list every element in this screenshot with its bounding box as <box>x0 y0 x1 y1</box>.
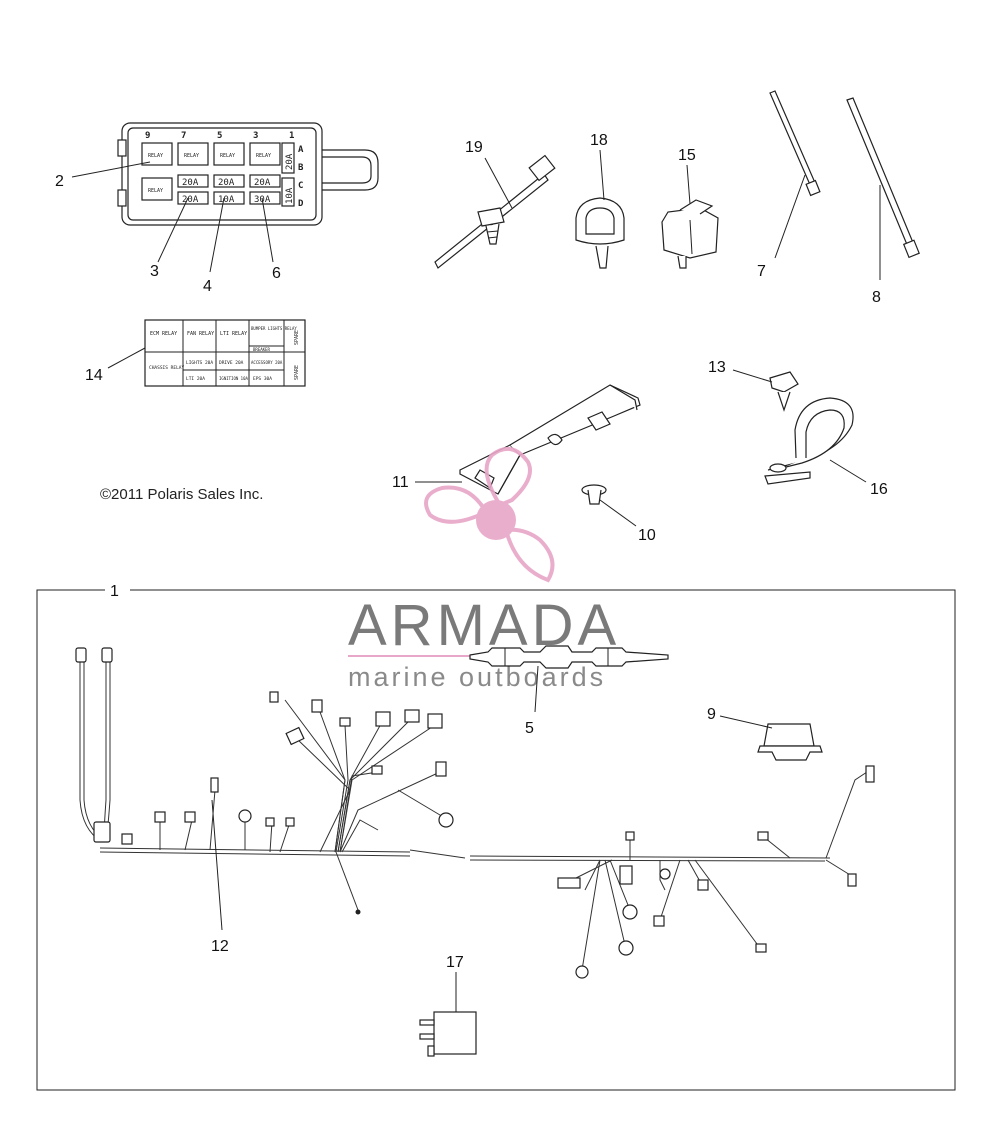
relay-label: RELAY <box>220 153 235 159</box>
fuse-label: 10A <box>285 187 295 204</box>
fuse-label: 20A <box>218 178 235 188</box>
label-fan-relay: FAN RELAY <box>187 331 214 337</box>
fuse-relay-box: 9 7 5 3 1 RELAY RELAY RELAY RELAY RELAY … <box>117 122 379 226</box>
callout-9: 9 <box>707 706 716 723</box>
label-breaker: BREAKER <box>253 347 270 352</box>
label-spare-top: SPARE <box>294 330 300 345</box>
relay-label: RELAY <box>148 188 163 194</box>
callout-11: 11 <box>392 474 409 491</box>
fuse-box-col-9: 9 <box>145 131 150 141</box>
callout-19: 19 <box>465 139 483 156</box>
mounting-bracket <box>459 384 641 495</box>
label-lti-relay: LTI RELAY <box>220 331 247 337</box>
connector-clip <box>661 199 719 269</box>
relay-slot <box>249 142 281 166</box>
callout-15: 15 <box>678 147 696 164</box>
fuse-box-row-d: D <box>298 199 304 209</box>
inline-fuse-holder <box>469 645 669 669</box>
label-accessory-20a: ACCESSORY 20A <box>251 360 283 365</box>
armada-watermark: ARMADA marine outboards <box>348 446 650 692</box>
cable-tie-mount <box>434 154 556 269</box>
label-eps-30a: EPS 30A <box>253 376 272 382</box>
label-lti-20a: LTI 20A <box>186 376 205 382</box>
fuse-label: 20A <box>254 178 271 188</box>
callout-8: 8 <box>872 289 881 306</box>
relay-slot <box>177 142 209 166</box>
label-chassis-relay: CHASSIS RELAY <box>149 365 185 371</box>
label-drive-20a: DRIVE 20A <box>219 360 244 366</box>
relay-label: RELAY <box>256 153 271 159</box>
relay-slot <box>213 142 245 166</box>
fuse-label: 20A <box>285 153 295 170</box>
callout-10: 10 <box>638 527 656 544</box>
cable-tie-long <box>846 97 920 259</box>
callout-4: 4 <box>203 278 212 295</box>
callout-17: 17 <box>446 954 464 971</box>
callout-2: 2 <box>55 173 64 190</box>
fuse-label: 20A <box>182 195 199 205</box>
main-wire-harness <box>75 647 875 979</box>
harness-frame <box>36 589 956 1091</box>
label-spare-bottom: SPARE <box>294 365 300 380</box>
callout-14: 14 <box>85 367 103 384</box>
fuse-box-col-7: 7 <box>181 131 186 141</box>
callout-16: 16 <box>870 481 888 498</box>
fuse-box-col-1: 1 <box>289 131 294 141</box>
fuse-box-row-c: C <box>298 181 303 191</box>
label-ignition-10a: IGNITION 10A <box>219 376 248 381</box>
push-rivet <box>581 484 607 505</box>
fuse-box-row-a: A <box>298 145 304 155</box>
fuse-box-col-5: 5 <box>217 131 222 141</box>
copyright-text: ©2011 Polaris Sales Inc. <box>100 486 263 503</box>
flange-bolt <box>769 371 799 412</box>
circuit-breaker <box>757 723 823 761</box>
callout-18: 18 <box>590 132 608 149</box>
watermark-brand: ARMADA <box>348 593 620 658</box>
harness-clip <box>575 197 625 269</box>
relay-label: RELAY <box>184 153 199 159</box>
propeller-logo-icon <box>424 446 555 583</box>
p-clamp <box>764 397 854 485</box>
callout-5: 5 <box>525 720 534 737</box>
fuse-label-card: ECM RELAY FAN RELAY LTI RELAY BUMPER LIG… <box>144 319 306 387</box>
fuse-box-row-b: B <box>298 163 304 173</box>
callout-6: 6 <box>272 265 281 282</box>
callout-3: 3 <box>150 263 159 280</box>
fuse-label: 10A <box>218 195 235 205</box>
label-lights-20a: LIGHTS 20A <box>186 360 213 366</box>
callout-1: 1 <box>110 583 119 600</box>
callout-12: 12 <box>211 938 229 955</box>
fuse-box-col-3: 3 <box>253 131 258 141</box>
relay-module <box>419 1011 477 1057</box>
fuse-label: 20A <box>182 178 199 188</box>
callout-13: 13 <box>708 359 726 376</box>
relay-slot <box>141 142 173 166</box>
label-bumper-lights-relay: BUMPER LIGHTS RELAY <box>251 326 297 331</box>
label-ecm-relay: ECM RELAY <box>150 331 177 337</box>
relay-label: RELAY <box>148 153 163 159</box>
callout-7: 7 <box>757 263 766 280</box>
relay-slot <box>141 177 173 201</box>
cable-tie-small <box>769 90 821 197</box>
